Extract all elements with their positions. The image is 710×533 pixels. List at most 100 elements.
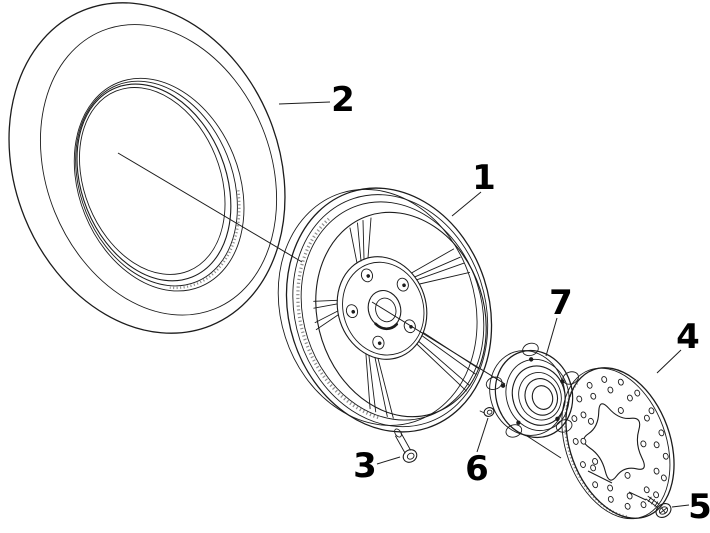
- hub-face-ring: [505, 358, 570, 431]
- valve-base-collar: [394, 428, 402, 438]
- disc-drill-hole: [590, 464, 597, 472]
- tire-bead-line: [75, 80, 238, 287]
- screw-slot: [659, 507, 668, 514]
- disc-drill-holes: [571, 376, 669, 510]
- tire-inner-lip: [79, 87, 226, 275]
- disc-drill-hole: [660, 474, 667, 482]
- tire-bead-line: [73, 77, 245, 292]
- hub-to-screw-line: [526, 435, 647, 501]
- disc-drill-hole: [643, 414, 650, 422]
- hub-assembly: [485, 342, 579, 439]
- callout-leader-5: [671, 504, 690, 508]
- rim-outer-edge: [285, 187, 493, 433]
- disc-drill-hole: [592, 481, 599, 489]
- disc-screw: [645, 495, 672, 518]
- tire: [8, 2, 286, 334]
- hub-tab: [485, 376, 503, 390]
- disc-drill-hole: [590, 392, 597, 400]
- hub-back-flange: [489, 350, 566, 436]
- brake-disc: [561, 367, 675, 520]
- hub-plate-outer: [336, 256, 428, 360]
- wheel-lug-holes: [345, 268, 416, 350]
- rim-face-edge: [315, 211, 487, 418]
- wheel-spokes: [313, 217, 479, 419]
- lug-hole: [345, 304, 359, 318]
- disc-drill-hole: [586, 381, 593, 389]
- disc-edge-shading: [564, 381, 627, 518]
- callout-leader-3: [376, 456, 401, 465]
- disc-drill-hole: [601, 376, 608, 383]
- bore-shading: [374, 322, 399, 331]
- lug-hole: [360, 268, 374, 283]
- rim-lip-line: [300, 201, 485, 421]
- mount-hole: [640, 440, 647, 448]
- disc-outer-edge: [565, 367, 675, 519]
- mount-hole: [592, 458, 599, 465]
- callout-label-wheel: 1: [472, 158, 496, 198]
- wheel-center-hub: [336, 256, 428, 360]
- callout-leader-7: [545, 317, 558, 357]
- hub-tab: [505, 424, 523, 438]
- hub-stud: [560, 379, 565, 384]
- hub-tab: [522, 342, 539, 357]
- hub-bearing-ring: [524, 378, 559, 416]
- disc-drill-hole: [653, 467, 660, 475]
- axis-reference-line: [117, 152, 506, 385]
- disc-drill-hole: [607, 484, 614, 492]
- hub-stud: [500, 383, 506, 388]
- disc-drill-hole: [580, 461, 586, 468]
- callout-label-hub-bolt: 6: [465, 449, 489, 489]
- disc-drill-hole: [653, 441, 660, 449]
- disc-drill-hole: [617, 378, 624, 386]
- lug-hole-center: [409, 325, 413, 329]
- disc-drill-hole: [626, 394, 633, 402]
- lug-hole-center: [366, 274, 371, 278]
- tire-bead-opening: [76, 83, 232, 282]
- disc-drill-hole: [576, 395, 583, 403]
- callout-leader-2: [278, 101, 331, 105]
- wheel-rim: [277, 187, 493, 433]
- callout-label-valve: 3: [353, 446, 377, 486]
- tire-bead-shading: [169, 190, 241, 290]
- disc-drill-hole: [607, 386, 614, 394]
- disc-drill-hole: [607, 495, 614, 503]
- disc-mount-holes: [587, 407, 647, 479]
- disc-drill-hole: [662, 452, 669, 460]
- hub-stud: [516, 420, 521, 425]
- valve-cap-inner: [406, 452, 415, 460]
- disc-drill-hole: [643, 486, 650, 494]
- bolt-head-inner: [486, 409, 493, 415]
- disc-drill-hole: [624, 502, 631, 510]
- disc-drill-hole: [571, 415, 578, 422]
- screw-threads: [647, 496, 659, 507]
- disc-drill-hole: [626, 492, 633, 500]
- disc-drill-hole: [653, 491, 660, 499]
- lug-hole: [403, 319, 416, 334]
- hub-bearing-ring: [511, 365, 566, 426]
- hub-bore: [531, 385, 554, 410]
- disc-drill-hole: [658, 429, 665, 437]
- hub-flange: [494, 349, 574, 439]
- lug-hole: [372, 335, 385, 350]
- disc-drill-hole: [648, 407, 655, 415]
- lug-hole-center: [377, 341, 382, 346]
- callout-label-disc-screw: 5: [688, 487, 710, 527]
- mount-hole: [587, 417, 594, 425]
- hub-bolt: [479, 407, 495, 417]
- tire-shoulder-line: [39, 24, 278, 316]
- rim-barrel-back: [277, 188, 478, 426]
- bolt-tip: [479, 410, 485, 414]
- hub-stud: [555, 416, 560, 422]
- disc-drill-hole: [634, 389, 641, 397]
- mount-hole: [624, 471, 631, 479]
- callout-leader-1: [451, 191, 482, 217]
- hub-plate-inner: [342, 261, 425, 356]
- disc-thickness-edge: [561, 367, 671, 520]
- callout-label-tire: 2: [331, 80, 355, 120]
- disc-center-cutout: [583, 403, 645, 481]
- hub-stud: [528, 357, 534, 362]
- disc-drill-hole: [580, 437, 587, 445]
- screw-head: [655, 503, 672, 518]
